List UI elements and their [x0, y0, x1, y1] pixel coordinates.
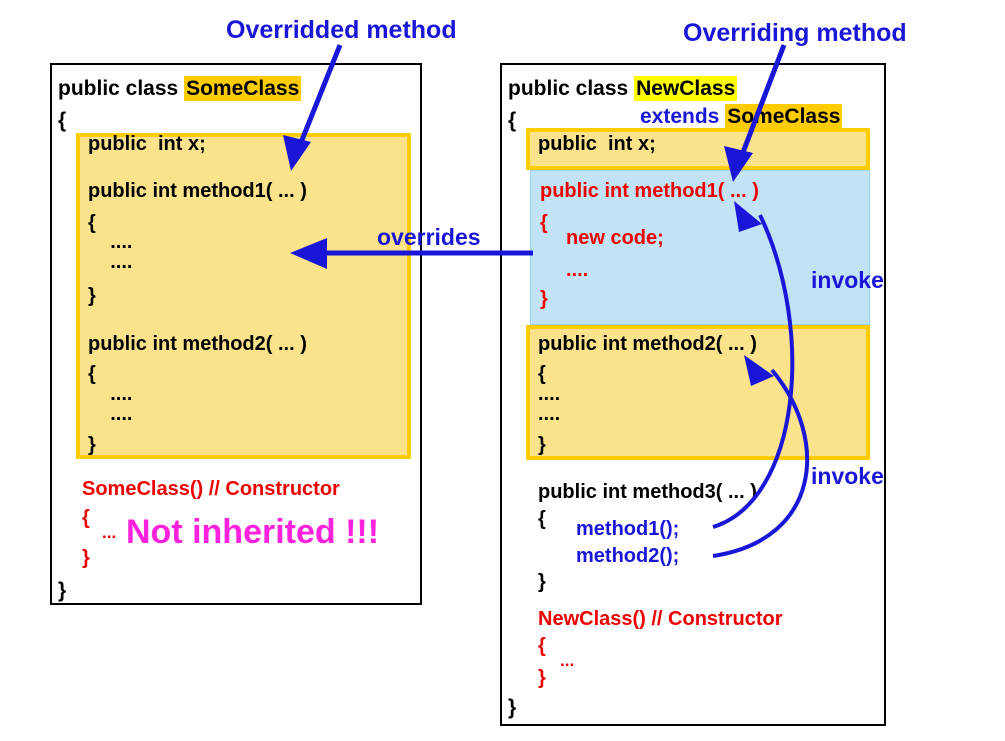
someclass-constructor-body: ...: [102, 523, 117, 542]
newclass-method2-open-brace: {: [538, 363, 546, 385]
someclass-constructor-open-brace: {: [82, 507, 90, 529]
newclass-method2-body-1: ....: [538, 383, 561, 405]
someclass-constructor-close-brace: }: [82, 547, 90, 569]
someclass-header: public class SomeClass: [58, 76, 302, 101]
someclass-name-highlight: SomeClass: [184, 76, 302, 101]
newclass-method2-body-2: ....: [538, 403, 561, 425]
someclass-method2-open-brace: {: [88, 363, 96, 385]
newclass-name-highlight: NewClass: [634, 76, 738, 101]
someclass-method1-body-1: ....: [88, 231, 133, 253]
newclass-field-x: public int x;: [538, 133, 656, 155]
someclass-method1-close-brace: }: [88, 285, 96, 307]
newclass-method3-call-method1: method1();: [576, 518, 680, 540]
not-inherited-callout: Not inherited !!!: [126, 513, 380, 551]
newclass-method3-call-method2: method2();: [576, 545, 680, 567]
someclass-constructor-signature: SomeClass() // Constructor: [82, 478, 340, 500]
someclass-method2-body-1: ....: [88, 383, 133, 405]
newclass-constructor-close-brace: }: [538, 667, 546, 689]
overriding-method-label: Overriding method: [683, 19, 907, 47]
invoke-method2-label: invoke: [811, 463, 884, 489]
newclass-method2-close-brace: }: [538, 434, 546, 456]
someclass-method2-close-brace: }: [88, 434, 96, 456]
newclass-extends-clause: extends SomeClass: [640, 104, 843, 129]
newclass-constructor-body: ...: [560, 651, 575, 670]
newclass-header-prefix: public class: [508, 77, 635, 100]
newclass-method2-signature: public int method2( ... ): [538, 333, 757, 355]
newclass-header: public class NewClass: [508, 76, 738, 101]
newclass-method3-open-brace: {: [538, 508, 546, 530]
extends-keyword: extends: [640, 105, 720, 128]
someclass-inherited-members-box: [76, 133, 411, 459]
newclass-field-strip-box: [526, 128, 870, 170]
someclass-close-brace: }: [58, 579, 67, 602]
newclass-method1-close-brace: }: [540, 288, 548, 310]
newclass-method1-signature: public int method1( ... ): [540, 180, 759, 202]
someclass-method1-body-2: ....: [88, 251, 133, 273]
newclass-overriding-method-box: [530, 170, 870, 325]
overridded-method-label: Overridded method: [226, 16, 457, 44]
superclass-name-highlight: SomeClass: [725, 104, 843, 129]
newclass-method3-close-brace: }: [538, 571, 546, 593]
someclass-method2-body-2: ....: [88, 403, 133, 425]
someclass-method1-open-brace: {: [88, 212, 96, 234]
someclass-open-brace: {: [58, 109, 67, 132]
someclass-method1-signature: public int method1( ... ): [88, 180, 307, 202]
someclass-header-prefix: public class: [58, 77, 185, 100]
newclass-method1-new-code: new code;: [566, 227, 664, 249]
newclass-method2-box: [526, 325, 870, 460]
newclass-method1-dots: ....: [566, 259, 589, 281]
someclass-method2-signature: public int method2( ... ): [88, 333, 307, 355]
newclass-constructor-signature: NewClass() // Constructor: [538, 608, 783, 630]
invoke-method1-label: invoke: [811, 267, 884, 293]
newclass-open-brace: {: [508, 109, 517, 132]
overrides-label: overrides: [377, 224, 481, 250]
newclass-method3-signature: public int method3( ... ): [538, 481, 757, 503]
newclass-close-brace: }: [508, 696, 517, 719]
newclass-method1-open-brace: {: [540, 212, 548, 234]
someclass-field-x: public int x;: [88, 133, 206, 155]
newclass-constructor-open-brace: {: [538, 635, 546, 657]
